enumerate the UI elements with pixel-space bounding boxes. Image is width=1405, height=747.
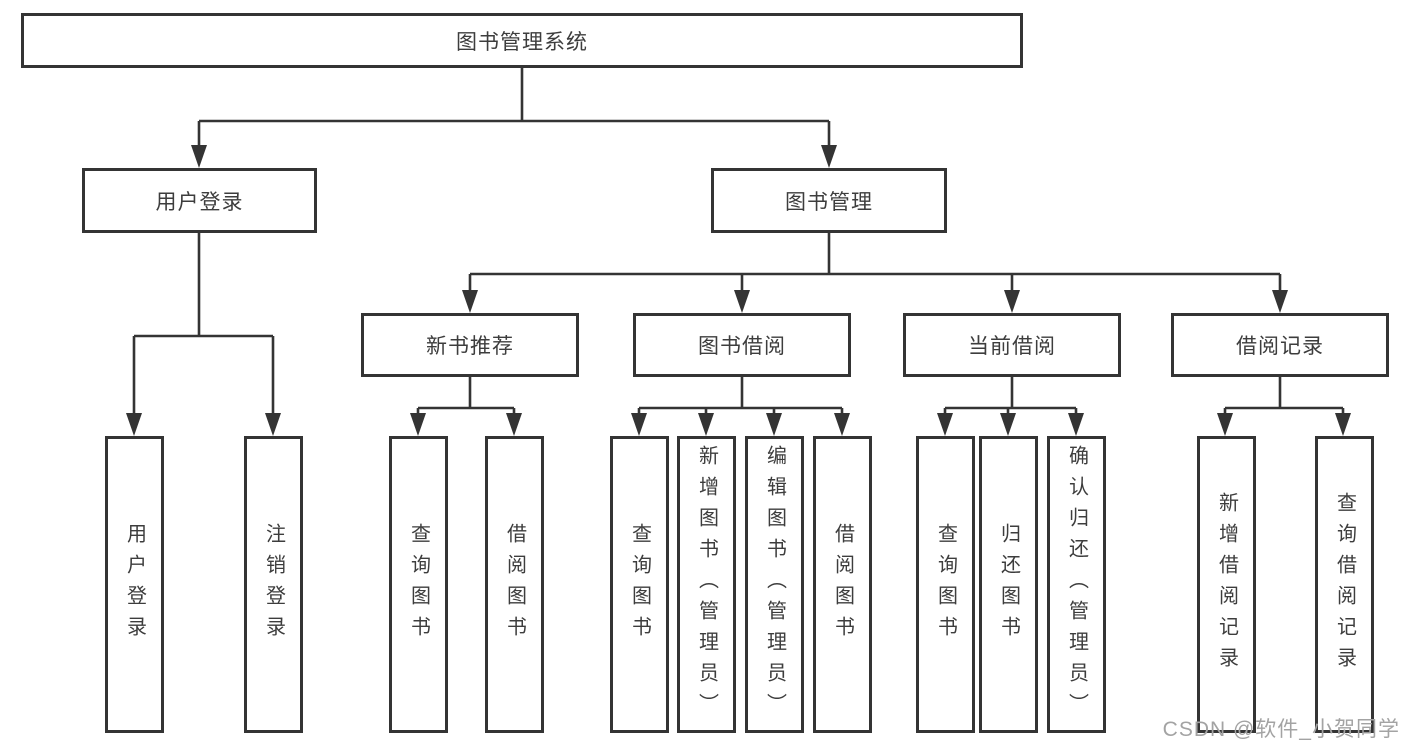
node-library-system: 图书管理系统 bbox=[21, 13, 1023, 68]
node-label: 借阅记录 bbox=[1236, 335, 1324, 358]
node-label: 图书管理 bbox=[785, 190, 873, 214]
node-label: 当前借阅 bbox=[968, 335, 1056, 358]
leaf-label: 编辑图书（管理员） bbox=[763, 445, 786, 724]
leaf-label: 注销登录 bbox=[262, 522, 285, 647]
node-user-login: 用户登录 bbox=[82, 168, 317, 233]
node-label: 新书推荐 bbox=[426, 335, 514, 358]
node-book-borrowing: 图书借阅 bbox=[633, 313, 851, 377]
leaf-label: 确认归还（管理员） bbox=[1065, 445, 1088, 724]
leaf-query-books-borrowing: 查询图书 bbox=[610, 436, 669, 733]
leaf-label: 归还图书 bbox=[997, 522, 1020, 647]
leaf-label: 查询图书 bbox=[934, 522, 957, 647]
node-new-book-recommendation: 新书推荐 bbox=[361, 313, 579, 377]
node-borrowing-records: 借阅记录 bbox=[1171, 313, 1389, 377]
leaf-label: 查询图书 bbox=[407, 522, 430, 647]
leaf-query-borrow-record: 查询借阅记录 bbox=[1315, 436, 1374, 733]
csdn-watermark: CSDN @软件_小贺同学 bbox=[1162, 718, 1400, 741]
leaf-add-borrow-record: 新增借阅记录 bbox=[1197, 436, 1256, 733]
node-book-management: 图书管理 bbox=[711, 168, 947, 233]
leaf-add-book-admin: 新增图书（管理员） bbox=[677, 436, 736, 733]
node-current-borrowing: 当前借阅 bbox=[903, 313, 1121, 377]
leaf-logout: 注销登录 bbox=[244, 436, 303, 733]
leaf-confirm-return-admin: 确认归还（管理员） bbox=[1047, 436, 1106, 733]
node-label: 图书管理系统 bbox=[456, 30, 588, 54]
leaf-label: 新增借阅记录 bbox=[1215, 491, 1238, 678]
leaf-label: 用户登录 bbox=[123, 522, 146, 647]
leaf-query-books-current: 查询图书 bbox=[916, 436, 975, 733]
leaf-label: 查询图书 bbox=[628, 522, 651, 647]
leaf-borrow-books-recommend: 借阅图书 bbox=[485, 436, 544, 733]
leaf-label: 新增图书（管理员） bbox=[695, 445, 718, 724]
leaf-user-login: 用户登录 bbox=[105, 436, 164, 733]
node-label: 用户登录 bbox=[155, 190, 244, 214]
leaf-query-books-recommend: 查询图书 bbox=[389, 436, 448, 733]
leaf-return-book: 归还图书 bbox=[979, 436, 1038, 733]
node-label: 图书借阅 bbox=[698, 335, 786, 358]
leaf-label: 查询借阅记录 bbox=[1333, 491, 1356, 678]
leaf-borrow-books: 借阅图书 bbox=[813, 436, 872, 733]
leaf-edit-book-admin: 编辑图书（管理员） bbox=[745, 436, 804, 733]
leaf-label: 借阅图书 bbox=[503, 522, 526, 647]
leaf-label: 借阅图书 bbox=[831, 522, 854, 647]
